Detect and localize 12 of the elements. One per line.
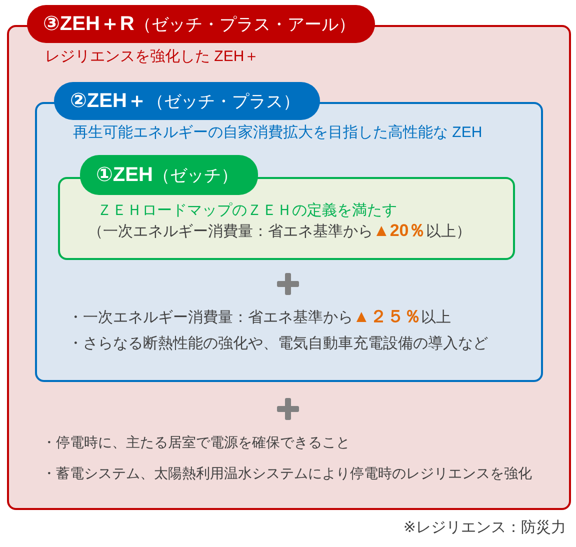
- bullet-item: ・一次エネルギー消費量：省エネ基準から▲２５％以上: [68, 307, 451, 328]
- description-text: ＺＥＨロードマップのＺＥＨの定義を満たす: [97, 201, 397, 221]
- note-text: （一次エネルギー消費量：省エネ基準から▲20％以上）: [88, 221, 471, 242]
- description-text: レジリエンスを強化した ZEH＋: [45, 47, 260, 67]
- bullet-item: ・停電時に、主たる居室で電源を確保できること: [42, 433, 350, 452]
- bullet-item: ・さらなる断熱性能の強化や、電気自動車充電設備の導入など: [68, 334, 488, 354]
- bullet-item: ・蓄電システム、太陽熱利用温水システムにより停電時のレジリエンスを強化: [42, 464, 532, 483]
- footnote-text: ※レジリエンス：防災力: [403, 518, 566, 538]
- description-text: 再生可能エネルギーの自家消費拡大を目指した高性能な ZEH: [73, 123, 482, 143]
- heading-tab: ③ZEH＋R（ゼッチ・プラス・アール）: [27, 5, 376, 43]
- heading-tab: ①ZEH（ゼッチ）: [80, 155, 258, 195]
- heading-tab: ②ZEH＋（ゼッチ・プラス）: [54, 82, 320, 120]
